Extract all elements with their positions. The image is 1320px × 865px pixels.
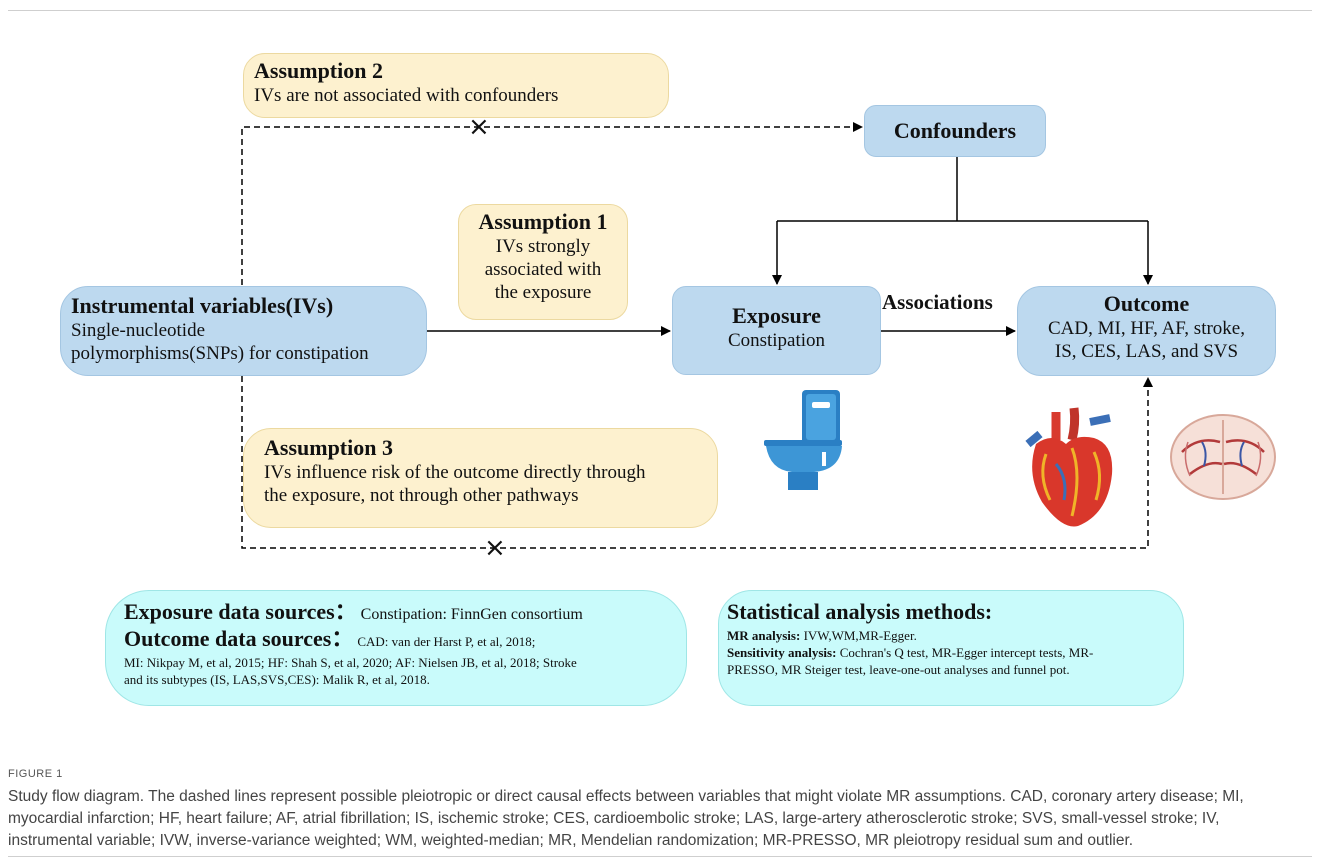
exposure-sources-text: Constipation: FinnGen consortium — [360, 606, 583, 623]
outcome-title: Outcome — [1103, 291, 1190, 316]
assumption2-text: IVs are not associated with confounders — [254, 85, 559, 106]
cross-mark-assumption2: × — [468, 112, 490, 142]
assumption2-title: Assumption 2 — [254, 58, 383, 83]
figure-frame — [8, 10, 1312, 857]
outcome-line2: IS, CES, LAS, and SVS — [1054, 341, 1239, 362]
outcome-box: Outcome CAD, MI, HF, AF, stroke, IS, CES… — [1017, 286, 1276, 376]
figure-label: FIGURE 1 — [8, 768, 63, 780]
heart-icon — [1025, 407, 1113, 527]
assumption2-box: Assumption 2 IVs are not associated with… — [243, 53, 669, 118]
dashed-path-assumption2 — [241, 122, 863, 285]
confounders-box: Confounders — [864, 105, 1046, 157]
statistical-methods-box: Statistical analysis methods: MR analysi… — [718, 590, 1184, 706]
assumption1-title: Assumption 1 — [478, 209, 608, 234]
assumption1-line2: associated with — [484, 259, 602, 280]
dashed-path-assumption3 — [241, 376, 1153, 549]
cross-mark-assumption3: × — [484, 533, 506, 563]
sensitivity-label: Sensitivity analysis: — [727, 645, 837, 660]
assumption3-title: Assumption 3 — [264, 435, 393, 460]
outcome-sources-heading: Outcome data sources： — [124, 626, 354, 651]
associations-label: Associations — [882, 290, 993, 314]
assumption1-line3: the exposure — [494, 282, 592, 303]
outcome-sources-text2: MI: Nikpay M, et al, 2015; HF: Shah S, e… — [124, 655, 577, 670]
assumption3-line1: IVs influence risk of the outcome direct… — [264, 462, 646, 483]
ivs-line2: polymorphisms(SNPs) for constipation — [71, 343, 369, 364]
instrumental-variables-box: Instrumental variables(IVs) Single-nucle… — [60, 286, 427, 376]
confounders-label: Confounders — [893, 118, 1017, 143]
toilet-icon — [764, 390, 842, 490]
exposure-sources-heading: Exposure data sources： — [124, 599, 357, 624]
figure-caption: Study flow diagram. The dashed lines rep… — [8, 788, 1244, 849]
mr-analysis-text: IVW,WM,MR-Egger. — [800, 628, 917, 643]
brain-icon — [1170, 414, 1276, 500]
ivs-title: Instrumental variables(IVs) — [71, 293, 334, 318]
mr-analysis-label: MR analysis: — [727, 628, 801, 643]
sensitivity-text2: PRESSO, MR Steiger test, leave-one-out a… — [727, 662, 1070, 677]
assumption3-line2: the exposure, not through other pathways — [264, 485, 579, 506]
outcome-sources-text1: CAD: van der Harst P, et al, 2018; — [357, 634, 536, 649]
exposure-box: Exposure Constipation — [672, 286, 881, 375]
exposure-title: Exposure — [732, 303, 821, 328]
exposure-text: Constipation — [727, 330, 826, 351]
assumption1-box: Assumption 1 IVs strongly associated wit… — [458, 204, 628, 320]
outcome-line1: CAD, MI, HF, AF, stroke, — [1047, 318, 1245, 339]
assumption3-box: Assumption 3 IVs influence risk of the o… — [243, 428, 718, 528]
ivs-line1: Single-nucleotide — [71, 320, 206, 341]
data-sources-box: Exposure data sources： Constipation: Fin… — [105, 590, 687, 706]
assumption1-line1: IVs strongly — [495, 236, 591, 257]
outcome-sources-text3: and its subtypes (IS, LAS,SVS,CES): Mali… — [124, 672, 430, 687]
sensitivity-text1: Cochran's Q test, MR-Egger intercept tes… — [836, 645, 1094, 660]
stats-heading: Statistical analysis methods: — [727, 599, 993, 624]
